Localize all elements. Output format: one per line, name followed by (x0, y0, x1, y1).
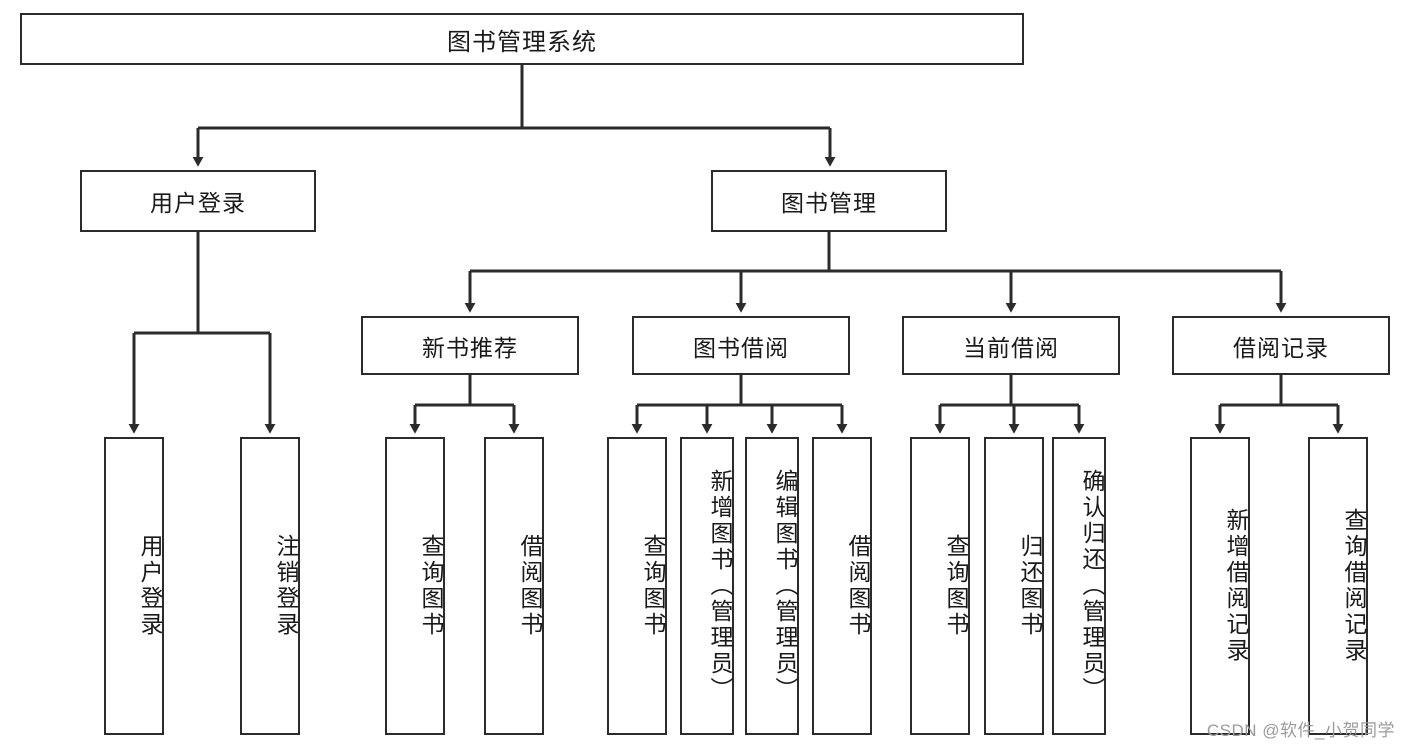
node-user-login[interactable]: 用户登录 (80, 170, 316, 232)
node-borrow-record[interactable]: 借阅记录 (1172, 316, 1390, 375)
node-leaf-logout-label: 注销登录 (273, 534, 299, 638)
node-book-manage-label: 图书管理 (781, 190, 877, 216)
watermark-text: CSDN @软件_小贺同学 (1206, 721, 1395, 740)
node-leaf-confirm-return-label: 确认归还（管理员） (1079, 469, 1105, 703)
node-leaf-return-book-label: 归还图书 (1017, 534, 1043, 638)
node-book-borrow[interactable]: 图书借阅 (632, 316, 850, 375)
node-borrow-record-label: 借阅记录 (1233, 334, 1329, 361)
node-book-borrow-label: 图书借阅 (693, 334, 789, 361)
node-book-manage[interactable]: 图书管理 (711, 170, 947, 232)
node-leaf-query-book-3[interactable]: 查询图书 (910, 437, 970, 735)
node-current-borrow-label: 当前借阅 (963, 334, 1059, 361)
node-leaf-borrow-book-1-label: 借阅图书 (517, 534, 543, 638)
node-leaf-return-book[interactable]: 归还图书 (984, 437, 1044, 735)
node-leaf-borrow-book-1[interactable]: 借阅图书 (484, 437, 544, 735)
node-user-login-label: 用户登录 (150, 190, 246, 216)
node-leaf-query-book-2[interactable]: 查询图书 (607, 437, 667, 735)
node-leaf-user-login-label: 用户登录 (137, 534, 163, 638)
node-leaf-borrow-book-2-label: 借阅图书 (845, 534, 871, 638)
node-leaf-add-record[interactable]: 新增借阅记录 (1190, 437, 1250, 735)
node-leaf-query-record[interactable]: 查询借阅记录 (1308, 437, 1368, 735)
node-current-borrow[interactable]: 当前借阅 (902, 316, 1120, 375)
node-root-label: 图书管理系统 (447, 28, 597, 56)
node-leaf-query-record-label: 查询借阅记录 (1341, 508, 1367, 664)
node-leaf-query-book-1[interactable]: 查询图书 (385, 437, 445, 735)
node-leaf-edit-book[interactable]: 编辑图书（管理员） (745, 437, 799, 735)
node-leaf-add-book[interactable]: 新增图书（管理员） (680, 437, 734, 735)
node-leaf-logout[interactable]: 注销登录 (240, 437, 300, 735)
node-leaf-add-record-label: 新增借阅记录 (1223, 508, 1249, 664)
node-leaf-borrow-book-2[interactable]: 借阅图书 (812, 437, 872, 735)
node-leaf-confirm-return[interactable]: 确认归还（管理员） (1052, 437, 1106, 735)
node-new-book-rec[interactable]: 新书推荐 (361, 316, 579, 375)
node-leaf-edit-book-label: 编辑图书（管理员） (772, 469, 798, 703)
node-leaf-user-login[interactable]: 用户登录 (104, 437, 164, 735)
node-leaf-query-book-1-label: 查询图书 (418, 534, 444, 638)
node-leaf-add-book-label: 新增图书（管理员） (707, 469, 733, 703)
node-leaf-query-book-3-label: 查询图书 (943, 534, 969, 638)
node-root[interactable]: 图书管理系统 (20, 13, 1024, 65)
node-new-book-rec-label: 新书推荐 (422, 334, 518, 361)
node-leaf-query-book-2-label: 查询图书 (640, 534, 666, 638)
